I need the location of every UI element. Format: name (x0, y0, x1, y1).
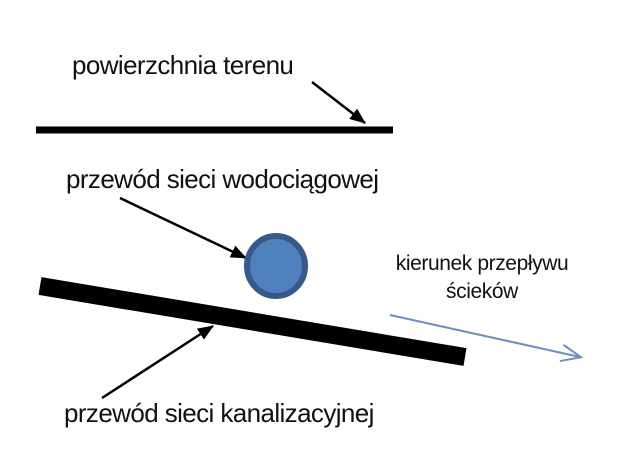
ground-surface-label: powierzchnia terenu (72, 50, 294, 80)
flow-direction-label: kierunek przepływu ścieków (372, 250, 592, 306)
flow-direction-label-line2: ścieków (446, 280, 518, 303)
ground-label-arrow (311, 81, 366, 124)
sewer-pipe-label-arrow (101, 324, 214, 400)
sewer-pipe-line (38, 277, 467, 366)
water-pipe-label-arrow (119, 196, 247, 260)
water-pipe-circle (244, 233, 308, 299)
water-pipe-label: przewód sieci wodociągowej (66, 164, 379, 194)
sewer-pipe-label: przewód sieci kanalizacyjnej (64, 398, 374, 428)
flow-direction-label-line1: kierunek przepływu (395, 252, 569, 275)
flow-direction-arrow (389, 314, 584, 362)
